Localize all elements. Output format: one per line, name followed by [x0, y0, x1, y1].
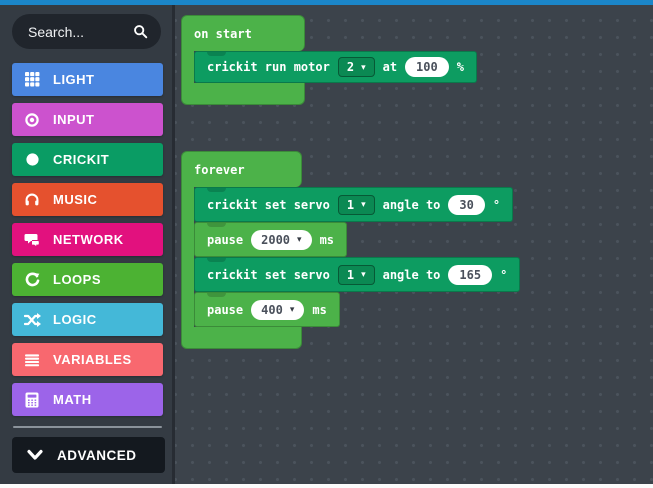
- advanced-label: ADVANCED: [57, 447, 137, 463]
- category-label: MUSIC: [53, 192, 98, 207]
- motor-power-input[interactable]: 100: [405, 57, 449, 77]
- pause-duration-value: 2000: [261, 232, 291, 247]
- servo-number-value: 1: [346, 197, 355, 212]
- on-start-bottom-bar[interactable]: [181, 83, 305, 105]
- crickit-set-servo-block-2[interactable]: crickit set servo 1 ▾ angle to 165 °: [194, 257, 521, 292]
- on-start-hat-block[interactable]: on start: [181, 15, 305, 51]
- block-notch: [207, 52, 226, 56]
- pause-text: pause: [207, 232, 244, 247]
- percent-label: %: [456, 60, 464, 74]
- dropdown-arrow-icon: ▾: [361, 269, 366, 279]
- servo-angle-input[interactable]: 165: [448, 264, 493, 285]
- degree-label: °: [500, 267, 508, 282]
- search-icon[interactable]: [133, 24, 148, 39]
- block-notch: [207, 293, 226, 297]
- forever-bottom-bar[interactable]: [181, 327, 302, 349]
- set-servo-text: crickit set servo: [207, 197, 330, 212]
- pause-duration-dropdown[interactable]: 400 ▾: [251, 299, 305, 320]
- headphones-icon: [22, 192, 42, 207]
- list-icon: [22, 353, 42, 367]
- at-label: at: [382, 60, 398, 74]
- sidebar-item-logic[interactable]: LOGIC: [12, 303, 163, 336]
- sidebar-separator: [13, 426, 162, 428]
- dropdown-arrow-icon: ▾: [297, 234, 302, 244]
- sidebar-item-loops[interactable]: LOOPS: [12, 263, 163, 296]
- sidebar-divider: [172, 5, 175, 484]
- forever-spine: [181, 187, 194, 327]
- servo-angle-input[interactable]: 30: [448, 194, 485, 215]
- pause-block-2[interactable]: pause 400 ▾ ms: [194, 292, 340, 327]
- circle-icon: [22, 152, 42, 167]
- ms-label: ms: [312, 302, 327, 317]
- angle-to-label: angle to: [382, 267, 441, 282]
- category-label: LOGIC: [53, 312, 97, 327]
- sidebar-item-light[interactable]: LIGHT: [12, 63, 163, 96]
- forever-hat-block[interactable]: forever: [181, 151, 302, 187]
- sidebar-item-variables[interactable]: VARIABLES: [12, 343, 163, 376]
- dropdown-arrow-icon: ▾: [361, 61, 366, 72]
- category-label: MATH: [53, 392, 92, 407]
- chevron-down-icon: [25, 449, 45, 461]
- forever-label: forever: [194, 162, 245, 177]
- category-list: LIGHT INPUT CRICKIT MUSIC NETWORK LOOPS LOGIC V…: [0, 63, 172, 416]
- grid-icon: [22, 72, 42, 87]
- sidebar-item-input[interactable]: INPUT: [12, 103, 163, 136]
- category-label: LIGHT: [53, 72, 95, 87]
- category-label: INPUT: [53, 112, 95, 127]
- block-notch: [207, 223, 226, 227]
- set-servo-text: crickit set servo: [207, 267, 330, 282]
- crickit-set-servo-block-1[interactable]: crickit set servo 1 ▾ angle to 30 °: [194, 187, 514, 222]
- sidebar-item-crickit[interactable]: CRICKIT: [12, 143, 163, 176]
- ms-label: ms: [319, 232, 335, 247]
- top-accent-bar: [0, 0, 653, 5]
- forever-block-group[interactable]: forever crickit set servo 1 ▾ angle to 3…: [181, 151, 521, 349]
- sidebar-item-network[interactable]: NETWORK: [12, 223, 163, 256]
- chat-icon: [22, 232, 42, 247]
- search-box[interactable]: [12, 14, 161, 49]
- sidebar-item-math[interactable]: MATH: [12, 383, 163, 416]
- motor-number-value: 2: [346, 60, 355, 74]
- dropdown-arrow-icon: ▾: [289, 304, 295, 314]
- on-start-label: on start: [194, 26, 252, 41]
- category-label: NETWORK: [53, 232, 124, 247]
- sidebar-item-music[interactable]: MUSIC: [12, 183, 163, 216]
- dropdown-arrow-icon: ▾: [361, 199, 366, 209]
- pause-duration-value: 400: [261, 302, 283, 317]
- pause-block-1[interactable]: pause 2000 ▾ ms: [194, 222, 348, 257]
- block-workspace[interactable]: on start crickit run motor 2 ▾ at 100 %: [175, 5, 653, 484]
- block-notch: [207, 258, 226, 262]
- motor-number-dropdown[interactable]: 2 ▾: [337, 57, 375, 77]
- servo-number-dropdown[interactable]: 1 ▾: [337, 264, 375, 285]
- toolbox-sidebar: LIGHT INPUT CRICKIT MUSIC NETWORK LOOPS LOGIC V…: [0, 5, 172, 484]
- search-input[interactable]: [28, 23, 133, 40]
- pause-duration-dropdown[interactable]: 2000 ▾: [251, 229, 312, 250]
- target-icon: [22, 112, 42, 128]
- category-label: VARIABLES: [53, 352, 132, 367]
- refresh-icon: [22, 272, 42, 287]
- on-start-block-group[interactable]: on start crickit run motor 2 ▾ at 100 %: [181, 15, 477, 105]
- degree-label: °: [492, 197, 501, 212]
- angle-to-label: angle to: [382, 197, 441, 212]
- category-label: LOOPS: [53, 272, 102, 287]
- servo-number-value: 1: [346, 267, 355, 282]
- pause-text: pause: [207, 302, 244, 317]
- window-bottom-edge: [0, 484, 653, 488]
- category-label: CRICKIT: [53, 152, 110, 167]
- servo-number-dropdown[interactable]: 1 ▾: [337, 194, 375, 215]
- run-motor-text: crickit run motor: [207, 60, 330, 74]
- shuffle-icon: [22, 312, 42, 327]
- crickit-run-motor-block[interactable]: crickit run motor 2 ▾ at 100 %: [194, 51, 477, 83]
- block-notch: [207, 188, 226, 192]
- calculator-icon: [22, 392, 42, 408]
- on-start-spine: [181, 51, 194, 83]
- sidebar-item-advanced[interactable]: ADVANCED: [12, 437, 165, 473]
